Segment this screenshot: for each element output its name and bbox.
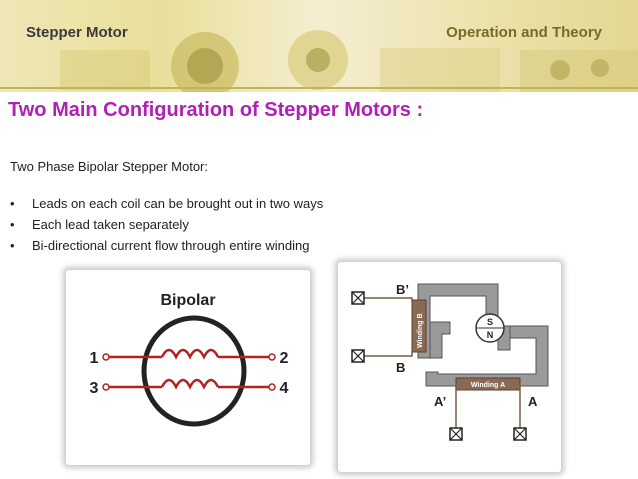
- pin-label-4: 4: [280, 380, 289, 397]
- bullet-dot: •: [10, 235, 32, 256]
- bipolar-title: Bipolar: [160, 292, 215, 309]
- terminal-b: [352, 350, 364, 362]
- label-a-prime: A’: [434, 394, 446, 409]
- bullet-dot: •: [10, 214, 32, 235]
- bipolar-diagram-panel: Bipolar 1 2 3 4: [66, 270, 310, 465]
- coil-lower: [162, 380, 218, 387]
- coil-upper: [162, 350, 218, 357]
- winding-diagram-panel: S N Winding B Winding A B’ B: [338, 262, 561, 472]
- label-a: A: [528, 394, 538, 409]
- pin-label-3: 3: [90, 380, 99, 397]
- stator-b-inner: [430, 322, 450, 358]
- terminal-4: [269, 384, 275, 390]
- bipolar-diagram: Bipolar 1 2 3 4: [66, 270, 310, 465]
- winding-b-label: Winding B: [417, 313, 424, 348]
- terminal-2: [269, 354, 275, 360]
- pole-n: N: [487, 330, 494, 340]
- label-b: B: [396, 360, 405, 375]
- slide-title: Two Main Configuration of Stepper Motors…: [8, 99, 423, 122]
- pin-label-2: 2: [280, 350, 289, 367]
- pole-s: S: [487, 317, 493, 327]
- bullet-list: •Leads on each coil can be brought out i…: [10, 193, 323, 256]
- banner-left-title: Stepper Motor: [26, 24, 128, 41]
- slide-subtitle: Two Phase Bipolar Stepper Motor:: [10, 159, 208, 174]
- banner-photo-collage: [0, 0, 638, 92]
- label-b-prime: B’: [396, 282, 409, 297]
- bullet-text: Bi-directional current flow through enti…: [32, 238, 309, 253]
- terminal-b-prime: [352, 292, 364, 304]
- terminal-a-prime: [450, 428, 462, 440]
- bullet-item: •Each lead taken separately: [10, 214, 323, 235]
- pin-label-1: 1: [90, 350, 99, 367]
- header-banner: Stepper Motor Operation and Theory: [0, 0, 638, 92]
- winding-a-label: Winding A: [471, 382, 505, 389]
- terminal-a: [514, 428, 526, 440]
- lead-b-prime: [362, 298, 412, 302]
- terminal-3: [103, 384, 109, 390]
- banner-right-title: Operation and Theory: [446, 24, 602, 41]
- bullet-item: •Bi-directional current flow through ent…: [10, 235, 323, 256]
- bullet-dot: •: [10, 193, 32, 214]
- terminal-1: [103, 354, 109, 360]
- winding-diagram: S N Winding B Winding A B’ B: [338, 262, 561, 472]
- bullet-item: •Leads on each coil can be brought out i…: [10, 193, 323, 214]
- motor-outline: [144, 318, 244, 424]
- bullet-text: Each lead taken separately: [32, 217, 189, 232]
- bullet-text: Leads on each coil can be brought out in…: [32, 196, 323, 211]
- lead-b: [362, 350, 412, 356]
